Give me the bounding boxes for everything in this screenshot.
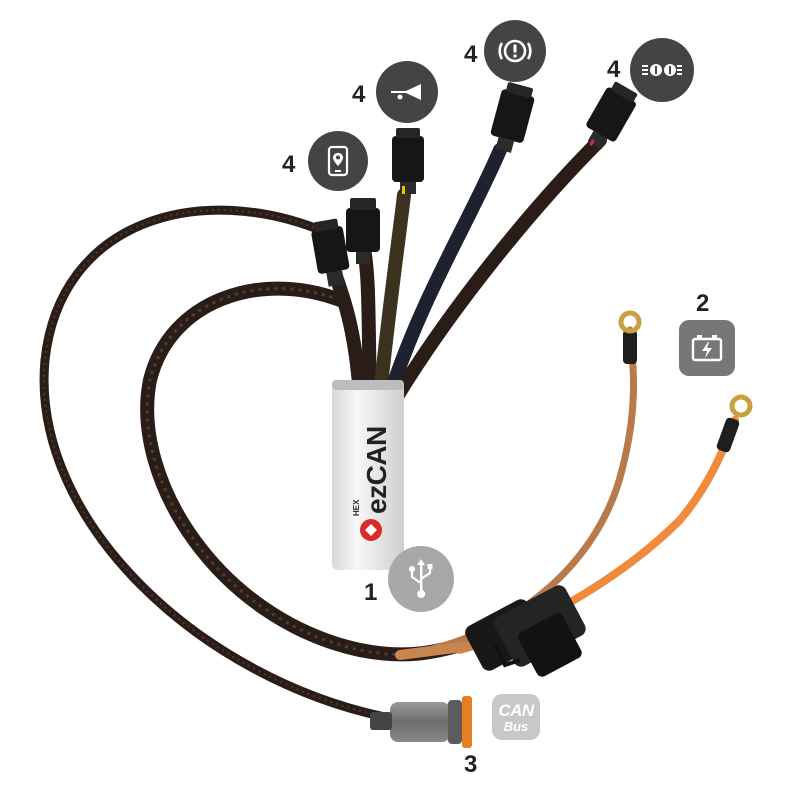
- label-can-bus: 3: [464, 751, 478, 778]
- label-accessory-1: 4: [282, 151, 296, 178]
- can-bus-badge-line1: CAN: [498, 701, 534, 720]
- fuse-holder: [465, 585, 586, 677]
- horn-icon: [376, 61, 438, 123]
- module-brand-large: ezCAN: [361, 426, 392, 514]
- label-accessory-2: 4: [352, 81, 366, 108]
- ezcan-module: [332, 380, 404, 570]
- braid-to-brake-connector: [373, 188, 411, 402]
- connector-gps: [311, 218, 350, 287]
- label-battery: 2: [696, 290, 710, 317]
- label-usb: 1: [364, 579, 378, 606]
- phone-location-icon: [308, 131, 368, 191]
- connector-warning: [490, 82, 535, 153]
- label-accessory-4: 4: [607, 56, 621, 83]
- label-accessory-3: 4: [464, 41, 478, 68]
- can-bus-badge: CAN Bus: [492, 694, 540, 740]
- headlight-icon: [630, 38, 694, 102]
- ring-terminal-1: [618, 310, 642, 364]
- connector-headlight: [586, 81, 638, 150]
- deutsch-connector: [370, 696, 472, 748]
- connector-brake: [392, 128, 424, 194]
- brake-warning-icon: [484, 20, 546, 82]
- module-brand-small: HEX: [352, 499, 361, 516]
- braid-to-headlight-connector: [391, 133, 607, 402]
- can-bus-badge-line2: Bus: [503, 719, 529, 734]
- connector-horn: [346, 198, 380, 264]
- battery-charge-icon: [679, 320, 735, 376]
- usb-icon: [388, 546, 454, 612]
- ring-terminal-2: [716, 394, 753, 453]
- braid-to-warning-connector: [383, 143, 507, 402]
